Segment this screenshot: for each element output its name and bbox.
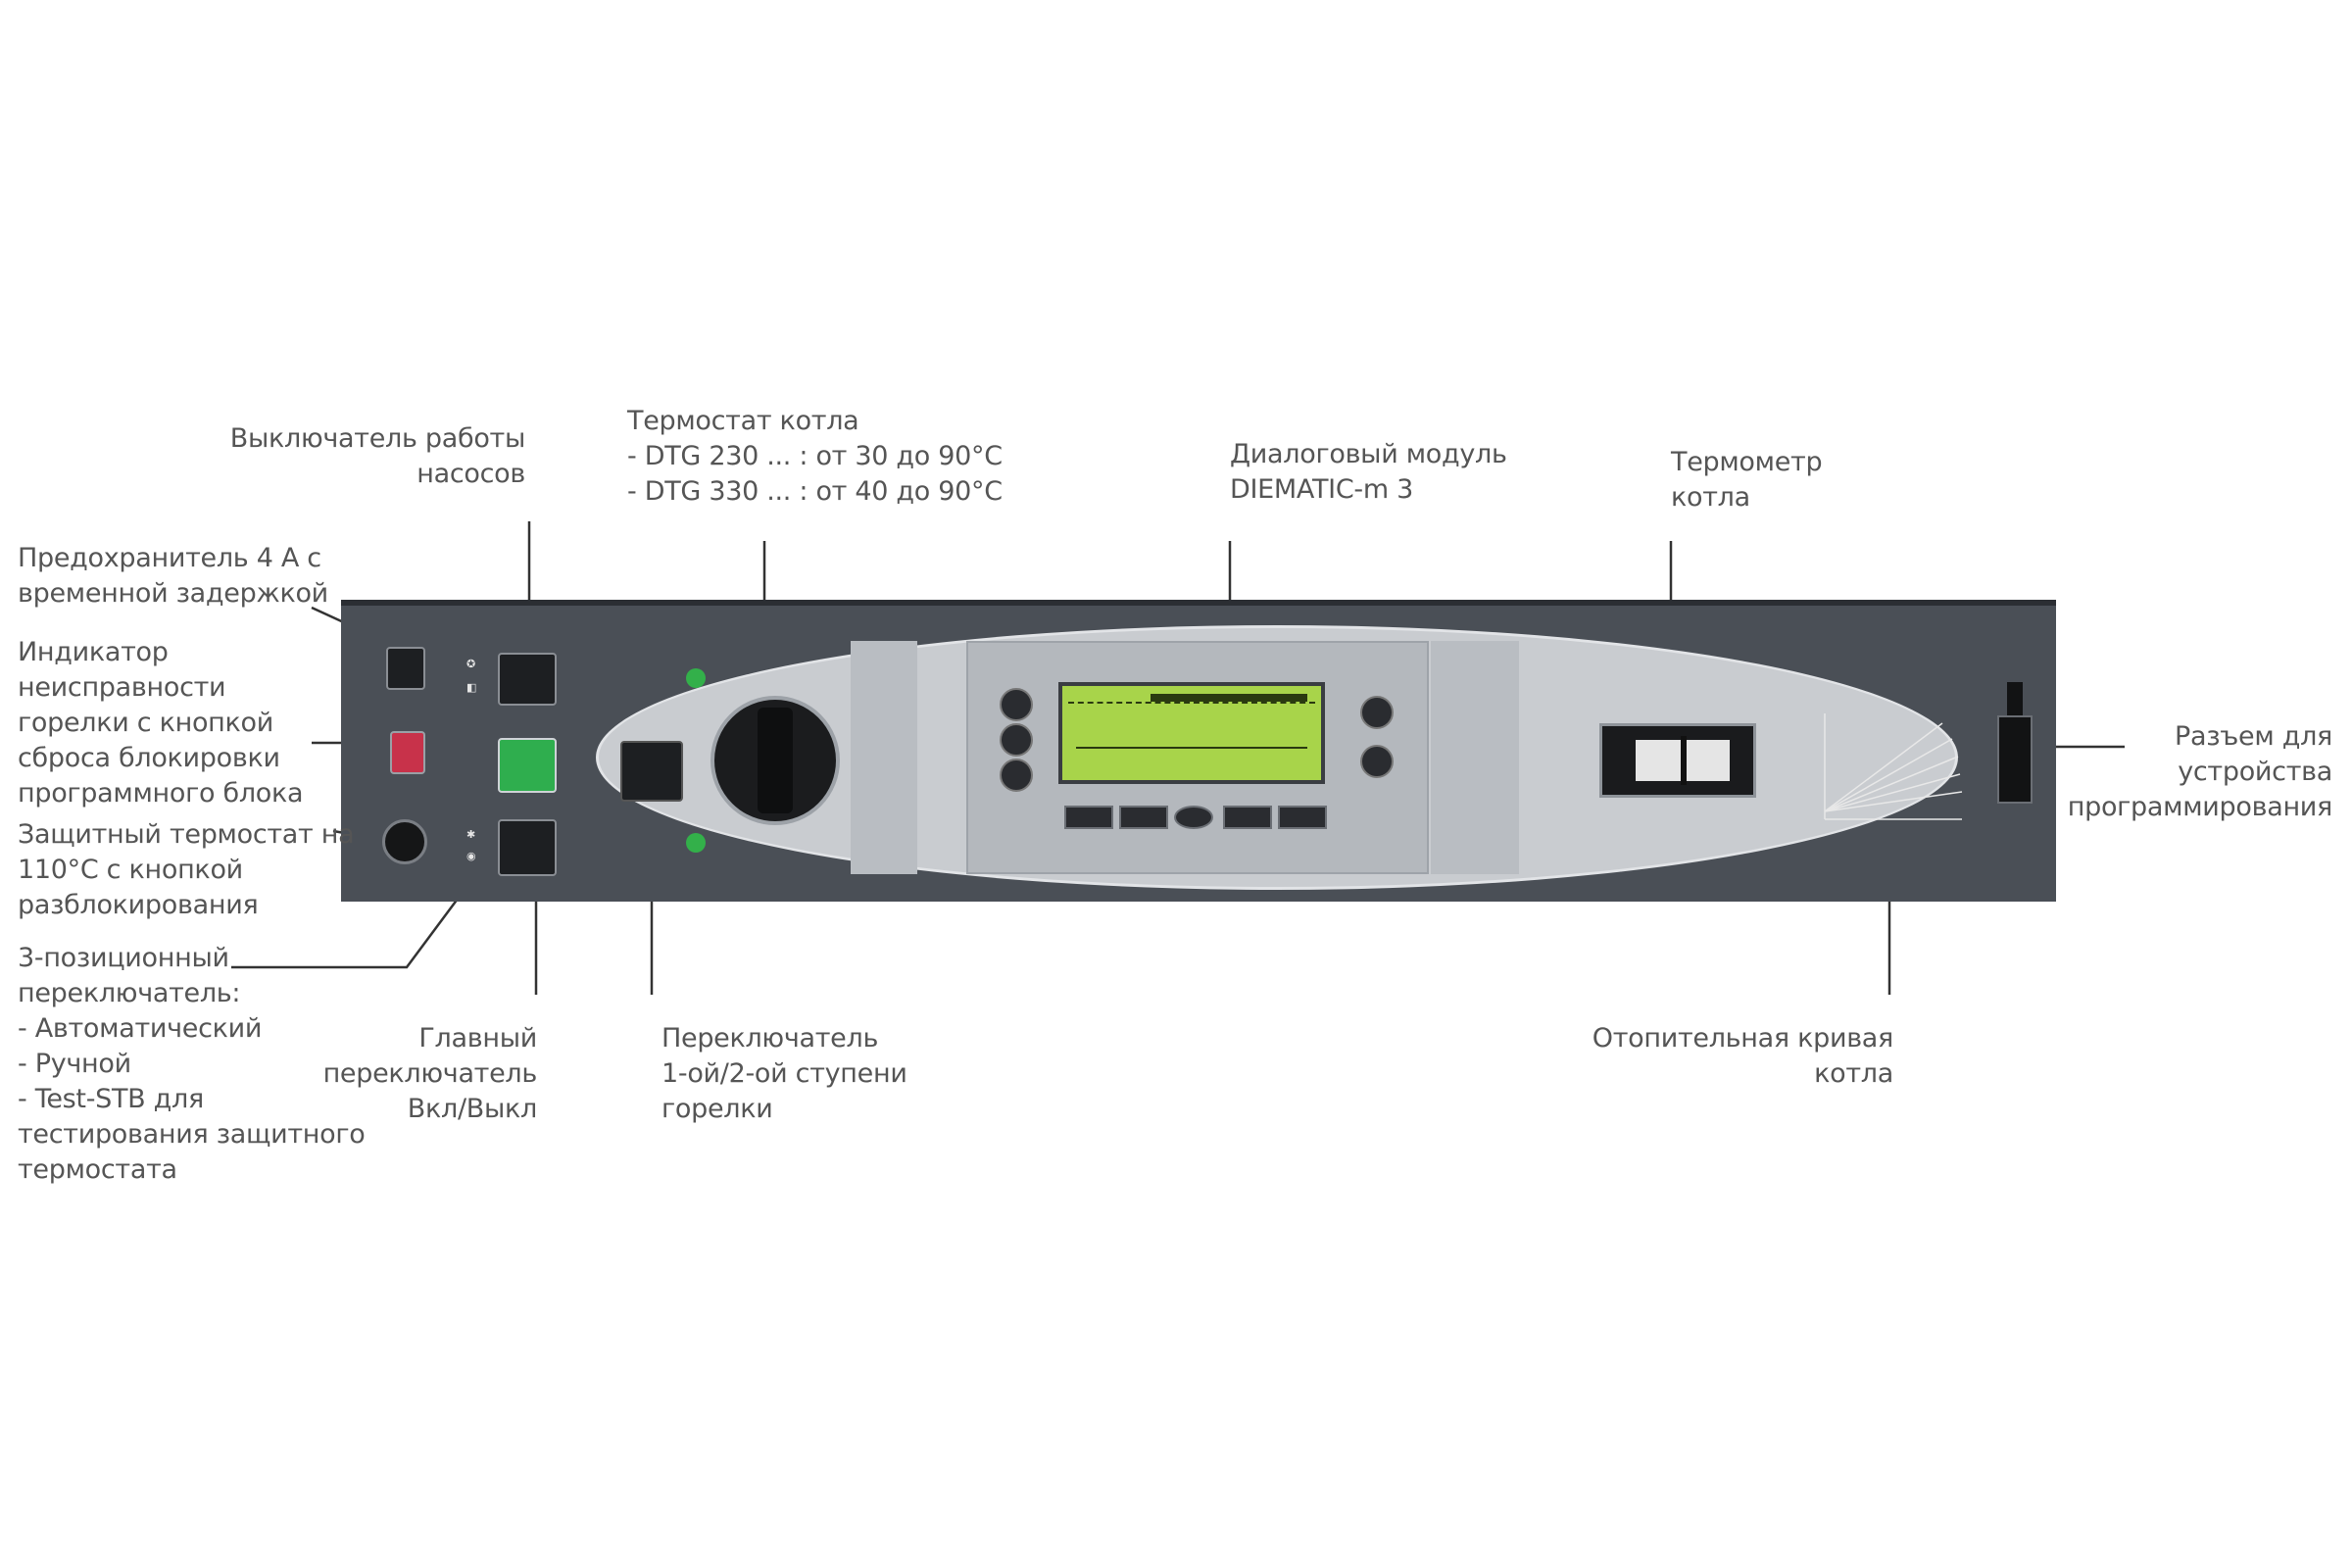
boiler-thermostat-knob[interactable] xyxy=(710,696,840,825)
stage-2-led xyxy=(686,833,706,853)
lcd-display xyxy=(1058,682,1325,784)
thermometer-needle xyxy=(1681,736,1687,785)
burner-reset-button[interactable] xyxy=(390,731,425,774)
boiler-thermometer xyxy=(1599,723,1756,798)
module-key-1[interactable] xyxy=(1064,806,1113,829)
module-key-2[interactable] xyxy=(1119,806,1168,829)
main-on-off-switch[interactable] xyxy=(498,738,557,793)
three-position-switch[interactable] xyxy=(498,819,557,876)
auto-icon: ✱ xyxy=(466,828,476,841)
module-button-3[interactable] xyxy=(1000,759,1033,792)
heating-curve-graph xyxy=(1824,713,1963,820)
hand-icon: ◧ xyxy=(466,681,477,694)
module-key-3[interactable] xyxy=(1174,806,1213,829)
module-key-4[interactable] xyxy=(1223,806,1272,829)
module-button-5[interactable] xyxy=(1360,745,1394,778)
pump-icon: ✪ xyxy=(466,658,476,670)
pump-switch[interactable] xyxy=(498,653,557,706)
fascia-divider-left xyxy=(851,641,917,874)
burner-stage-switch[interactable] xyxy=(620,741,683,802)
manual-icon: ◉ xyxy=(466,850,476,862)
module-bottom-buttons xyxy=(1064,806,1329,833)
module-button-2[interactable] xyxy=(1000,723,1033,757)
fascia-divider-right xyxy=(1431,641,1519,874)
control-panel: ✪ ◧ ✱ ◉ xyxy=(341,600,2056,902)
fuse-holder[interactable] xyxy=(386,647,425,690)
lcd-bar xyxy=(1151,694,1307,702)
lcd-scale xyxy=(1068,692,1315,704)
stage-1-led xyxy=(686,668,706,688)
knob-grip xyxy=(758,708,793,813)
connector-tab xyxy=(2007,682,2023,715)
safety-thermostat-reset-knob[interactable] xyxy=(382,819,427,864)
lcd-line xyxy=(1076,747,1307,749)
module-key-5[interactable] xyxy=(1278,806,1327,829)
module-button-1[interactable] xyxy=(1000,688,1033,721)
programming-connector[interactable] xyxy=(1997,715,2033,804)
label-boiler-thermostat: Термостат котла- DTG 230 ... : от 30 до … xyxy=(627,406,1003,507)
module-button-4[interactable] xyxy=(1360,696,1394,729)
